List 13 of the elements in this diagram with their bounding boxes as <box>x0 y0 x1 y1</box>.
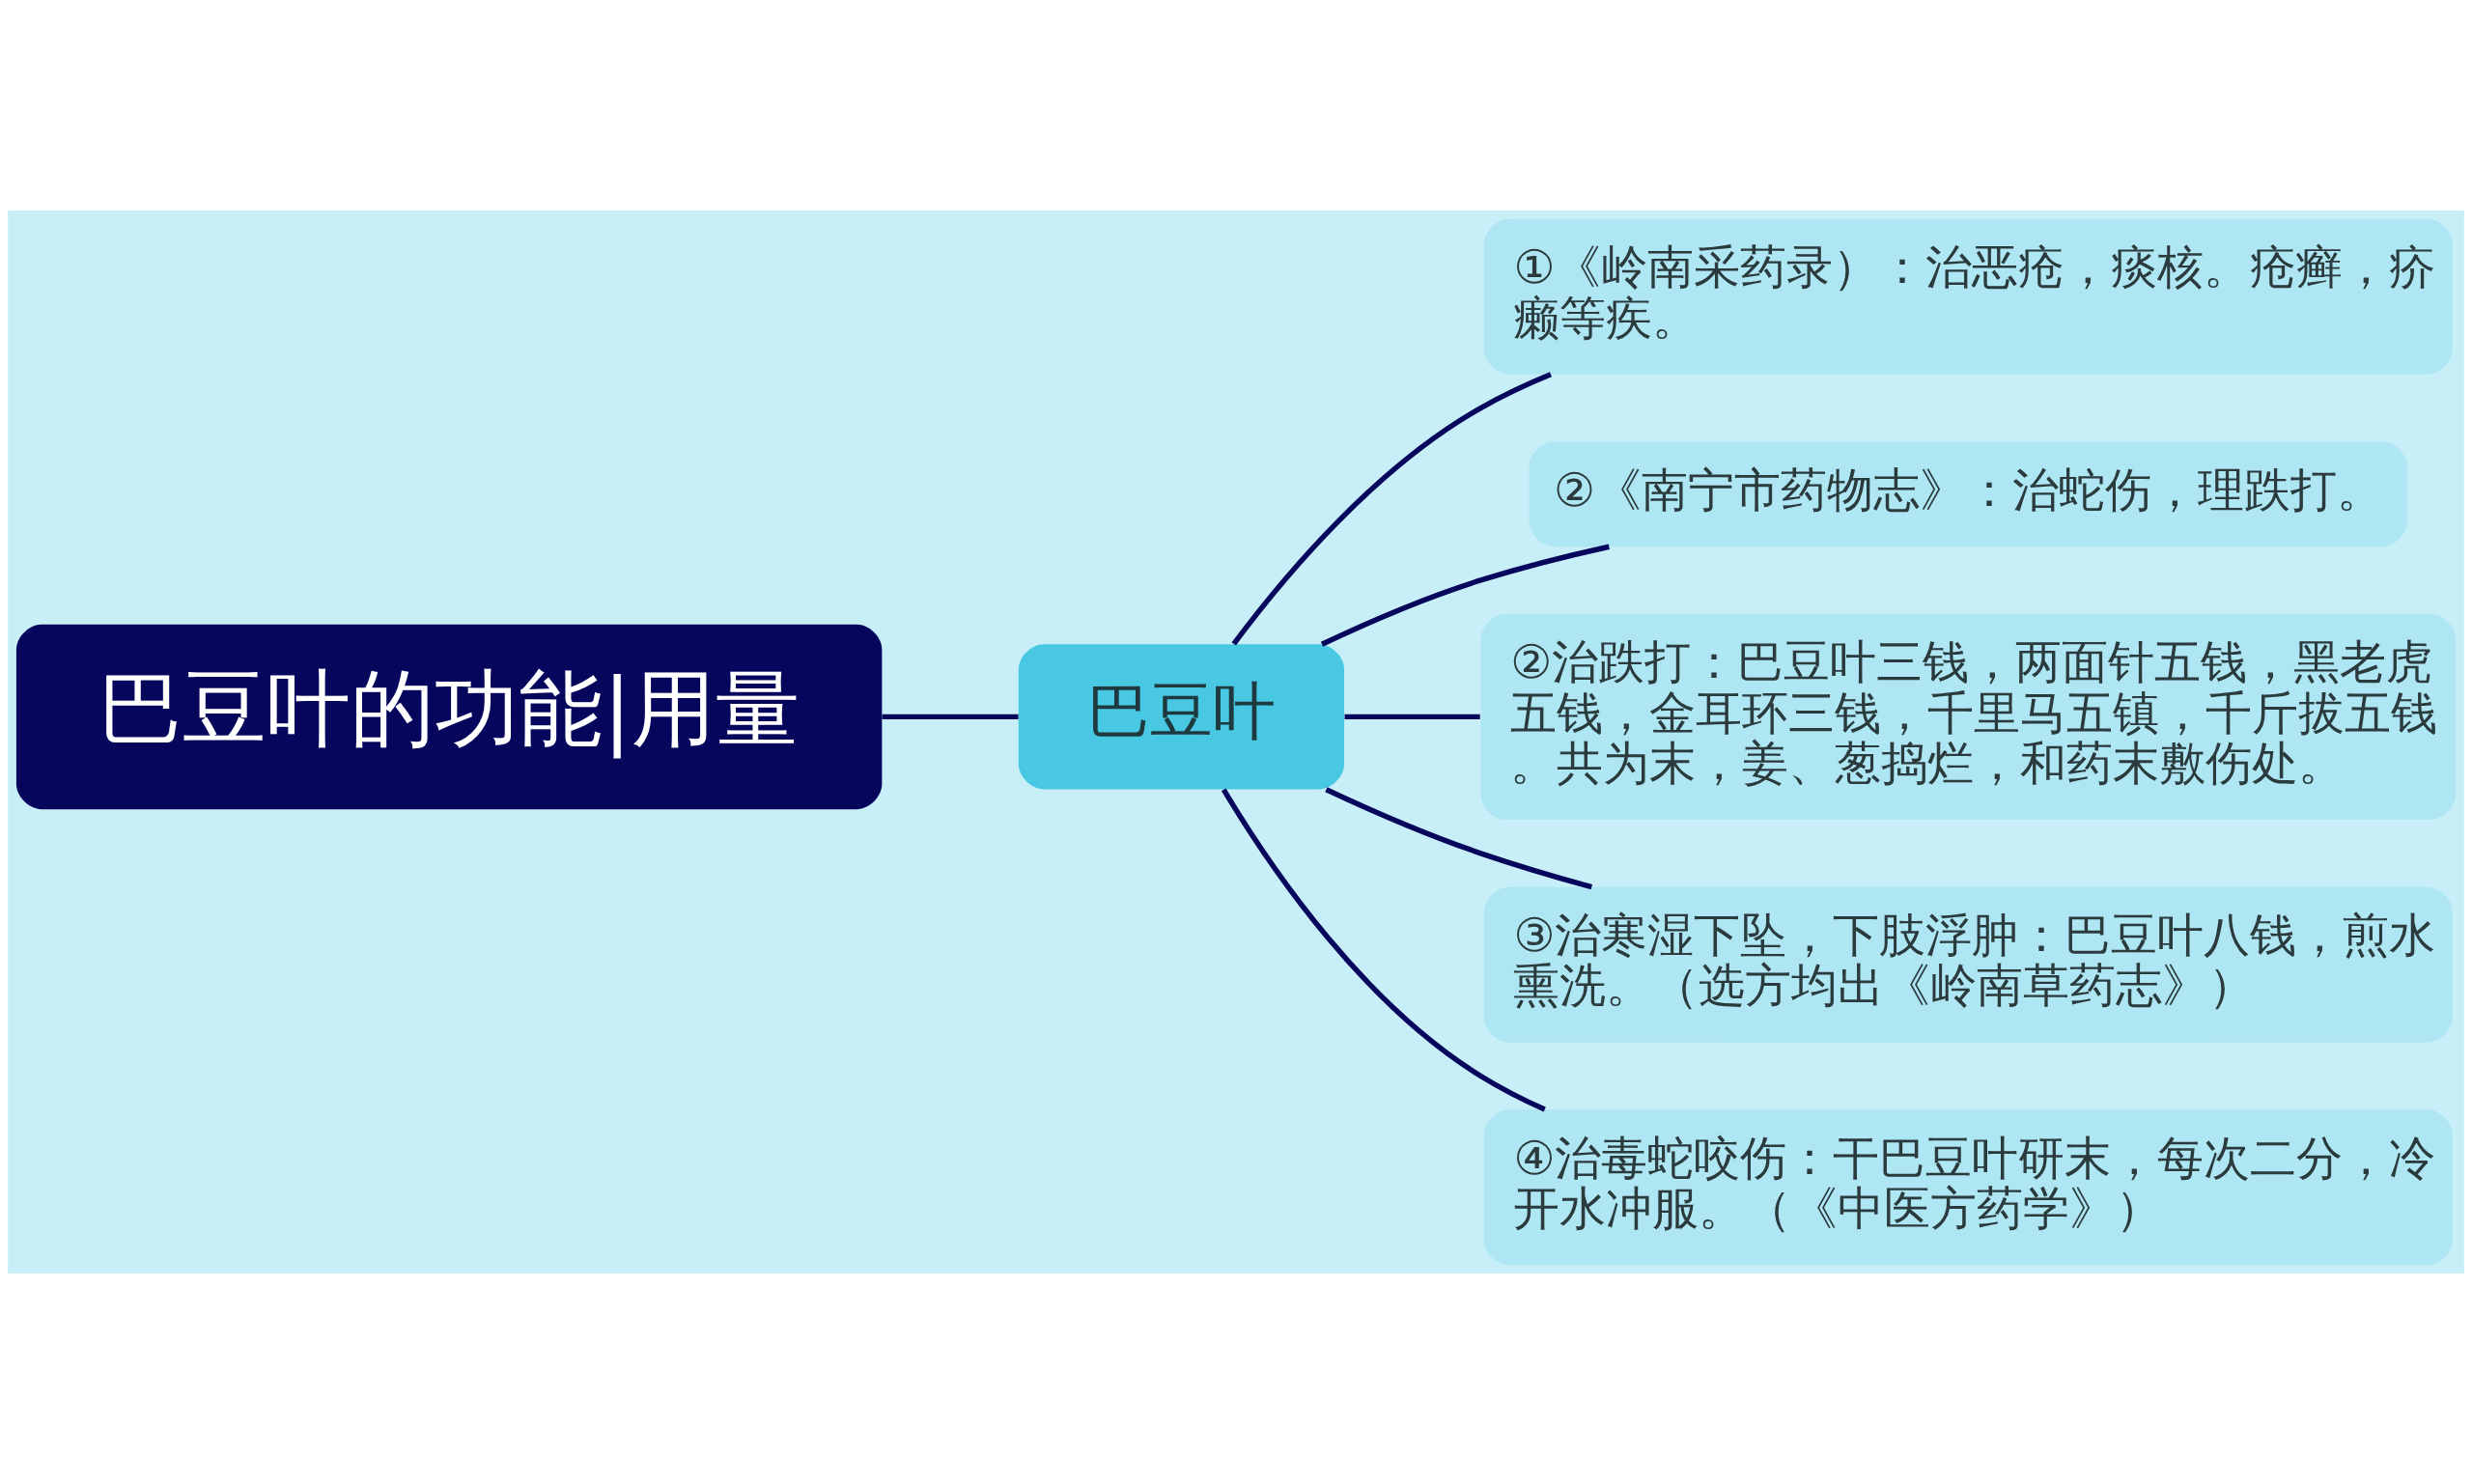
node-box: ②《南宁市药物志》：治蛇伤，理跌打。 <box>1529 441 2408 547</box>
node-box: 巴豆叶 <box>1018 644 1345 790</box>
node-box: ④治毒蛇咬伤：干巴豆叶研末，每次二分，冷开水冲服。（《中医方药学》） <box>1483 1109 2453 1266</box>
node-box: ③治寒湿下坠，下肢浮肿：巴豆叶八钱，煎水熏洗。（选方均出《岭南草药志》） <box>1483 886 2453 1043</box>
node-box: 巴豆叶的功能|用量 <box>15 624 883 810</box>
connector <box>1344 714 1480 720</box>
connector <box>882 714 1019 720</box>
node-box: ②治跌打：巴豆叶三钱，两面针五钱，黑老虎五钱，金耳环三钱，千里马五镇，千斤拔五钱。共为末，姜、葱捣烂，和药末敷伤处。 <box>1480 613 2457 820</box>
connector <box>1320 544 1610 647</box>
node-box: ①《岭南采药录）：治恶疮，痰核。疮癣，疥癞等疾。 <box>1483 218 2453 375</box>
connector <box>1221 788 1546 1112</box>
connector <box>1325 787 1593 890</box>
connector <box>1231 372 1552 646</box>
